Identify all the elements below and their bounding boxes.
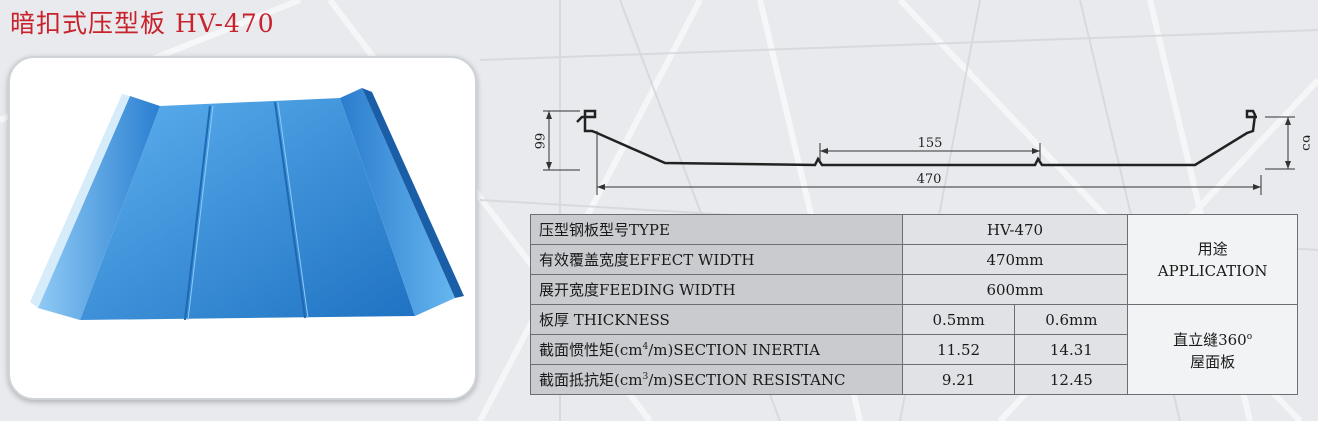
dim-left-height: 66 <box>531 133 546 150</box>
application-cell: 用途 APPLICATION <box>1127 214 1298 305</box>
inertia-value-1: 11.52 <box>901 334 1016 365</box>
row-value-feeding-width: 600mm <box>901 274 1129 305</box>
inertia-value-2: 14.31 <box>1014 334 1129 365</box>
page-title: 暗扣式压型板 HV-470 <box>10 9 275 38</box>
table-row: 截面抵抗矩(cm3/m)SECTION RESISTANC 9.21 12.45 <box>530 364 1298 395</box>
spec-table: 压型钢板型号TYPE HV-470 用途 APPLICATION 有效覆盖宽度E… <box>530 214 1298 395</box>
thickness-value-1: 0.5mm <box>901 304 1016 335</box>
row-value-effect-width: 470mm <box>901 244 1129 275</box>
dim-total-width: 470 <box>917 172 942 187</box>
table-row: 压型钢板型号TYPE HV-470 用途 APPLICATION <box>530 214 1298 305</box>
product-photo-frame <box>8 56 477 400</box>
resistance-value-1: 9.21 <box>901 364 1016 395</box>
table-row: 截面惯性矩(cm4/m)SECTION INERTIA 11.52 14.31 <box>530 334 1298 365</box>
row-label-inertia: 截面惯性矩(cm4/m)SECTION INERTIA <box>530 334 903 365</box>
resistance-value-2: 12.45 <box>1014 364 1129 395</box>
table-row: 板厚 THICKNESS 0.5mm 0.6mm 直立缝360o 屋面板 <box>530 304 1298 395</box>
table-row: 展开宽度FEEDING WIDTH 600mm <box>530 274 1298 305</box>
dim-rib-spacing: 155 <box>918 136 943 151</box>
row-label-effect-width: 有效覆盖宽度EFFECT WIDTH <box>530 244 903 275</box>
row-label-feeding-width: 展开宽度FEEDING WIDTH <box>530 274 903 305</box>
application-en: APPLICATION <box>1157 261 1268 280</box>
roof-panel-illustration <box>30 88 464 321</box>
usage-degree: o <box>1246 332 1253 342</box>
application-cn: 用途 <box>1197 239 1228 258</box>
usage-line1: 直立缝360 <box>1173 331 1247 349</box>
thickness-value-2: 0.6mm <box>1014 304 1129 335</box>
row-value-type: HV-470 <box>901 214 1129 245</box>
usage-cell: 直立缝360o 屋面板 <box>1127 304 1298 395</box>
row-label-thickness: 板厚 THICKNESS <box>530 304 903 335</box>
table-row: 有效覆盖宽度EFFECT WIDTH 470mm <box>530 244 1298 275</box>
row-label-type: 压型钢板型号TYPE <box>530 214 903 245</box>
dim-right-height: 65 <box>1299 135 1310 152</box>
row-label-resistance: 截面抵抗矩(cm3/m)SECTION RESISTANC <box>530 364 903 395</box>
usage-line2: 屋面板 <box>1190 353 1236 371</box>
profile-cross-section-drawing: 66 65 155 470 <box>531 109 1310 195</box>
